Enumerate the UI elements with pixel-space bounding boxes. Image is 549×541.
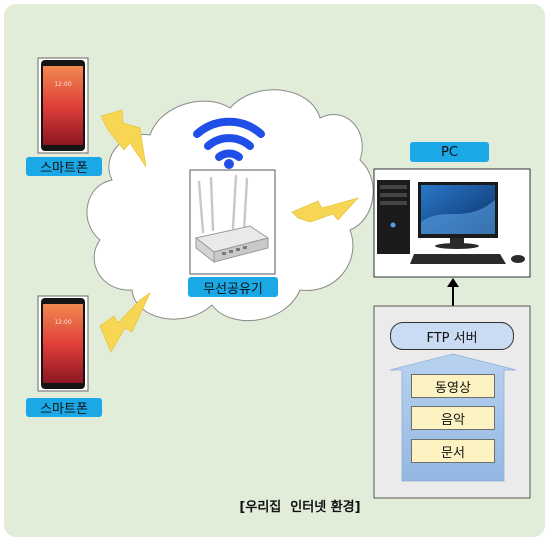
connector-arrow — [447, 278, 459, 306]
svg-text:12:00: 12:00 — [54, 319, 71, 326]
lightning-icon — [99, 109, 359, 353]
ftp-server-title: FTP 서버 — [390, 322, 514, 350]
server-item-video: 동영상 — [411, 374, 495, 398]
svg-text:12:00: 12:00 — [54, 81, 71, 88]
smartphone-icon: 12:00 — [37, 295, 89, 392]
desktop-pc-icon — [373, 168, 531, 278]
smartphone-icon: 12:00 — [37, 57, 89, 154]
smartphone-label-bottom: 스마트폰 — [26, 398, 102, 417]
router-icon — [189, 169, 276, 275]
smartphone-label-top: 스마트폰 — [26, 157, 102, 176]
server-item-music: 음악 — [411, 406, 495, 430]
server-item-documents: 문서 — [411, 439, 495, 463]
diagram-caption: [우리집 인터넷 환경] — [239, 499, 361, 515]
pc-label: PC — [410, 142, 489, 162]
router-label: 무선공유기 — [188, 277, 278, 297]
wifi-icon — [193, 117, 265, 169]
